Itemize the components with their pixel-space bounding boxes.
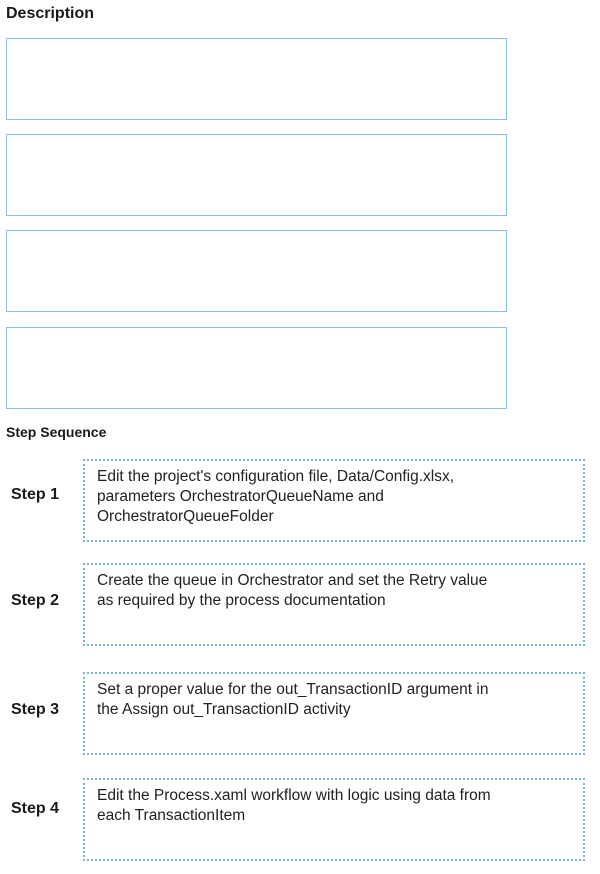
description-drop-box-2[interactable] xyxy=(6,134,507,216)
step-3-card[interactable]: Set a proper value for the out_Transacti… xyxy=(83,672,585,755)
step-2-label: Step 2 xyxy=(11,592,60,609)
step-3-label: Step 3 xyxy=(11,701,60,718)
description-drop-box-4[interactable] xyxy=(6,327,507,409)
step-sequence-title: Step Sequence xyxy=(6,424,107,440)
step-1-label: Step 1 xyxy=(11,486,60,503)
step-4-card[interactable]: Edit the Process.xaml workflow with logi… xyxy=(83,778,585,861)
step-1-card[interactable]: Edit the project's configuration file, D… xyxy=(83,459,585,542)
description-drop-box-1[interactable] xyxy=(6,38,507,120)
description-title: Description xyxy=(6,5,95,22)
description-drop-box-3[interactable] xyxy=(6,230,507,312)
step-4-label: Step 4 xyxy=(11,800,60,817)
step-2-card[interactable]: Create the queue in Orchestrator and set… xyxy=(83,563,585,646)
